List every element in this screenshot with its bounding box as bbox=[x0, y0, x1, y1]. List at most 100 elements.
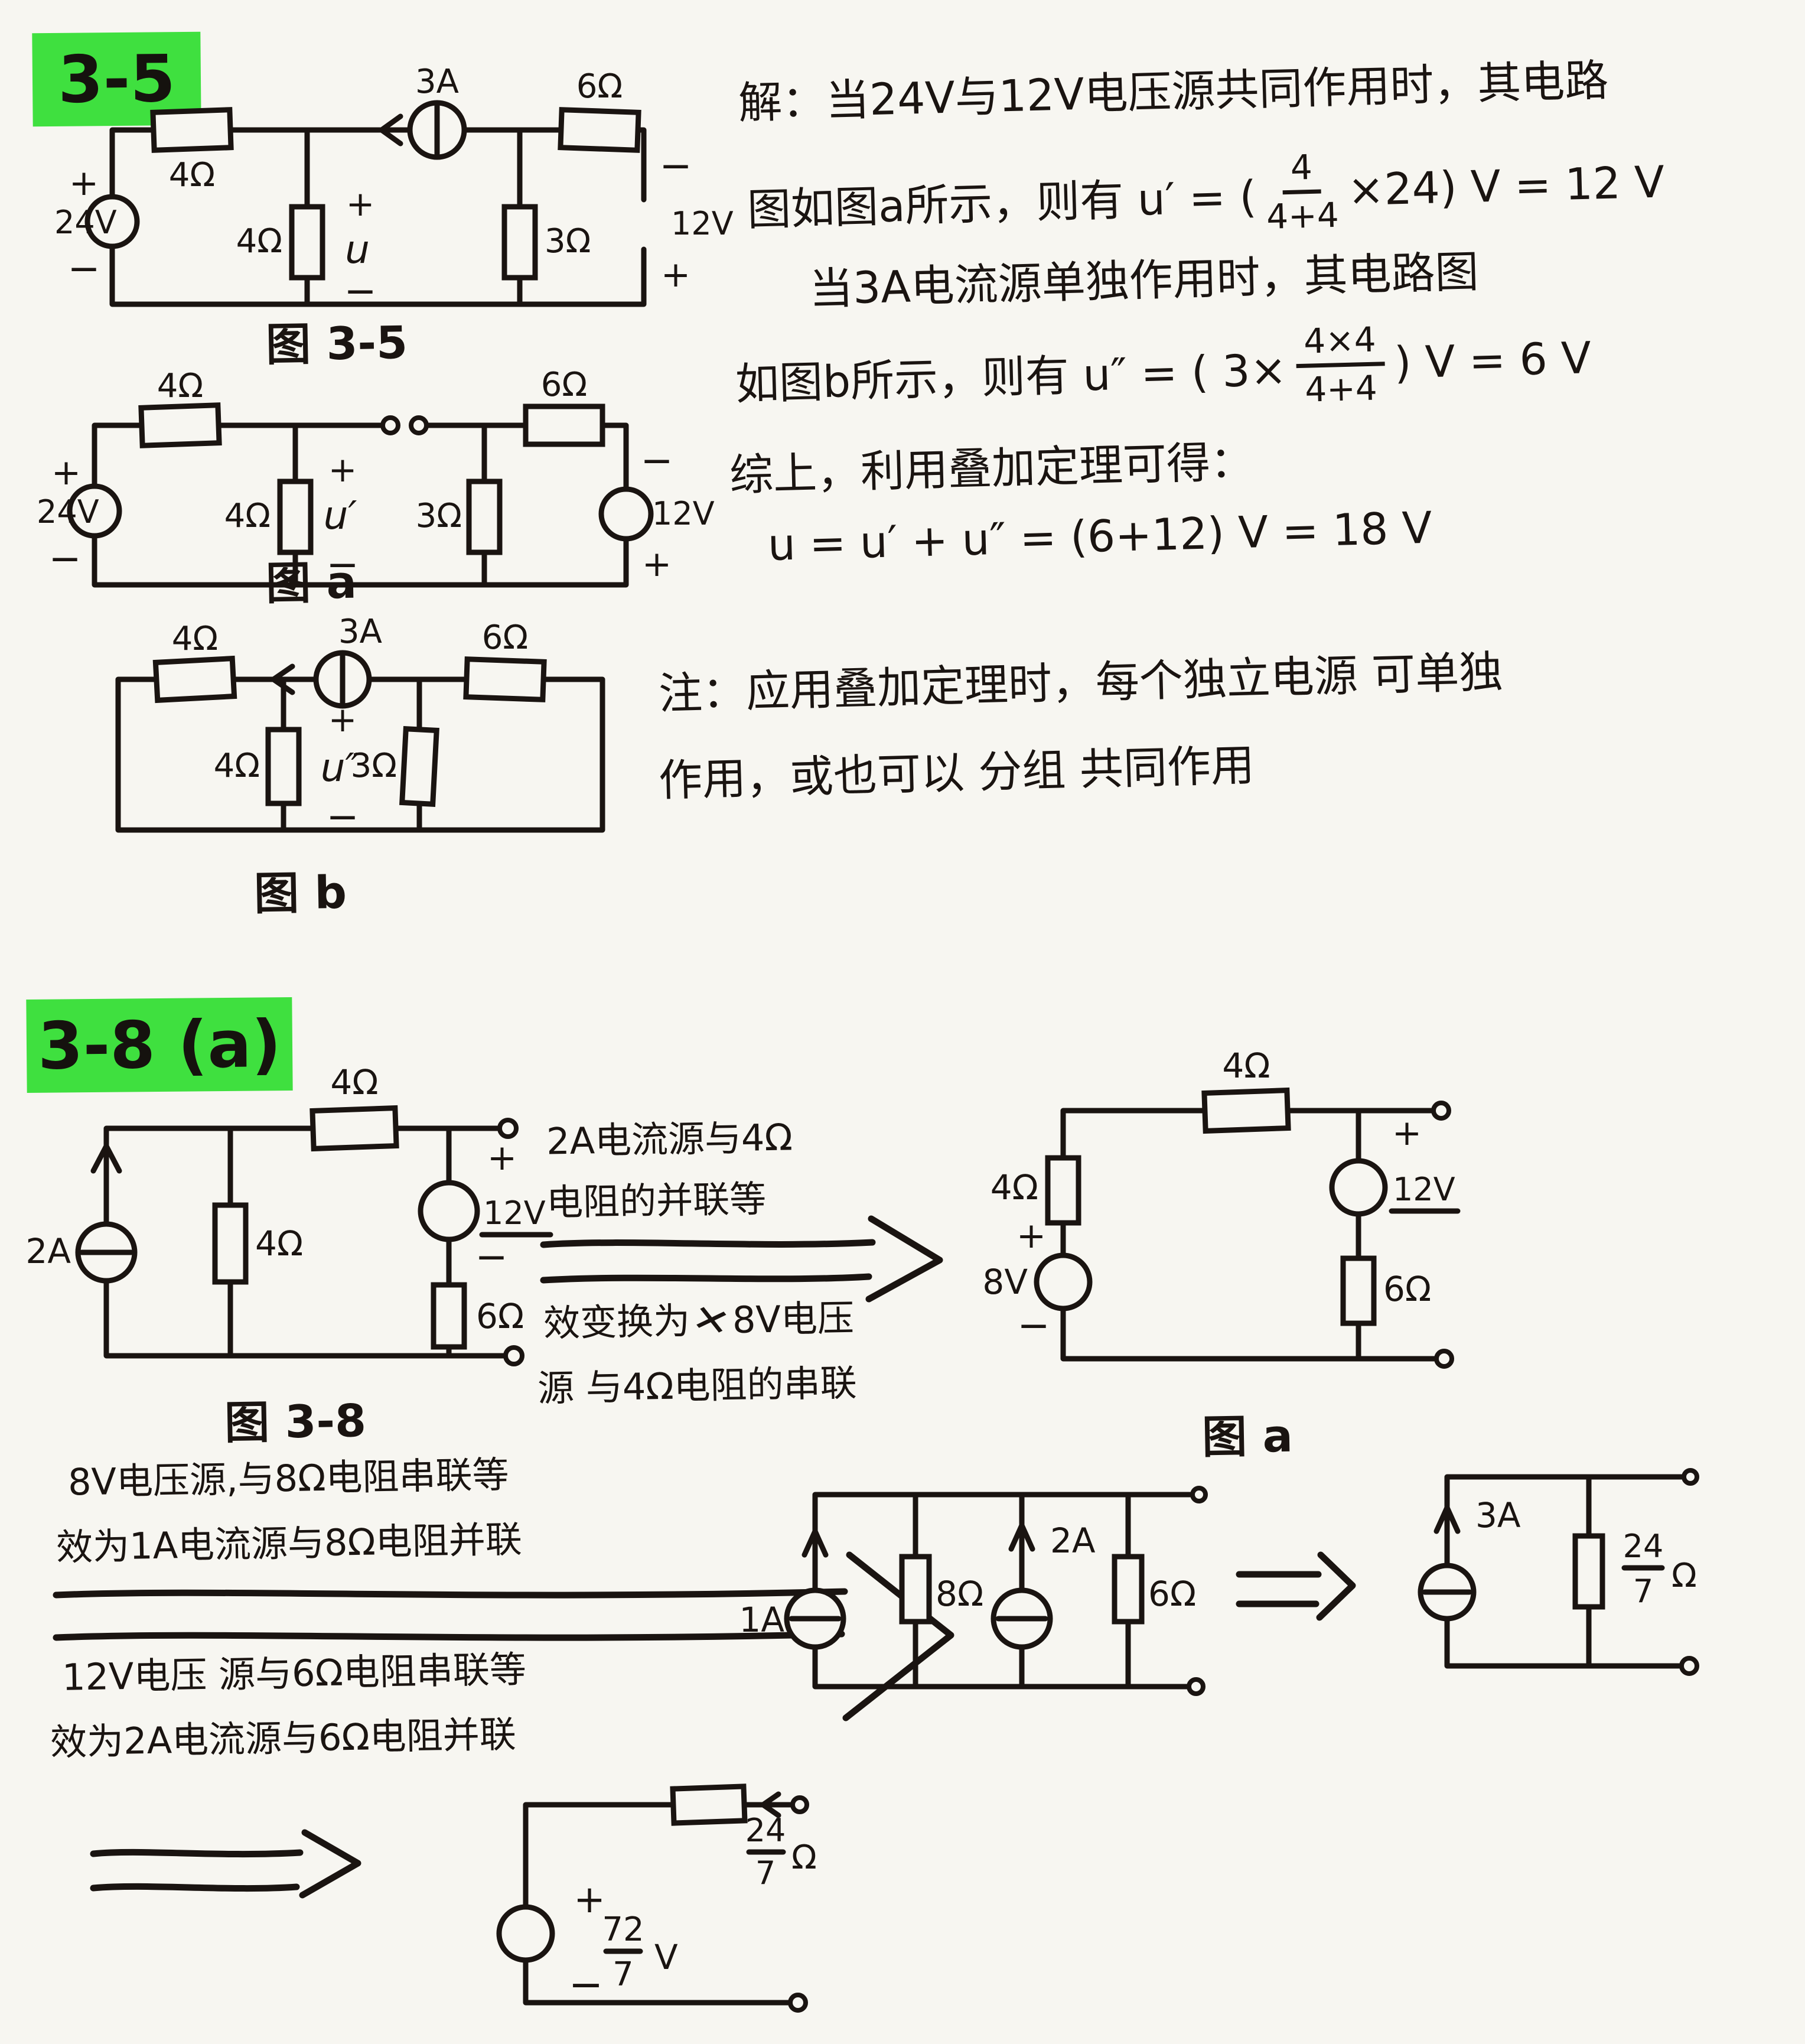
label-plus: + bbox=[1392, 1112, 1422, 1154]
resistor-4ohm-shunt bbox=[265, 727, 302, 806]
resistor-4ohm-series bbox=[1201, 1087, 1291, 1134]
label-1a: 1A bbox=[739, 1600, 784, 1640]
label-u-plus: + bbox=[346, 184, 375, 224]
resistor-6ohm bbox=[1112, 1554, 1145, 1625]
label-3ohm: 3Ω bbox=[416, 497, 462, 535]
label-24v: 24V bbox=[54, 204, 117, 241]
open-terminal bbox=[790, 1795, 809, 1814]
solution-line-4: 如图b所示，则有 u″ = ( 3× 4×4 4+4 ) V = 6 V bbox=[735, 319, 1592, 410]
circuit-thevenin-final: + 72 7 V − 24 7 Ω bbox=[496, 1783, 817, 2013]
annotation-2-line-1: 8V电压源,与8Ω电阻串联等 bbox=[67, 1453, 510, 1504]
arrow-head-icon bbox=[1316, 1551, 1356, 1621]
circuit-parallel-sources: 1A 8Ω 2A 6Ω bbox=[739, 1486, 1208, 1696]
label-plus: + bbox=[51, 452, 81, 493]
label-u-prime: u′ bbox=[324, 493, 357, 538]
open-terminal bbox=[380, 415, 400, 435]
voltage-source-8v bbox=[1034, 1252, 1093, 1311]
voltage-source-12v bbox=[1329, 1158, 1388, 1217]
arrow-line bbox=[540, 1239, 876, 1248]
label-6ohm: 6Ω bbox=[476, 1296, 524, 1336]
annotation-2-line-4: 效为2A电流源与6Ω电阻并联 bbox=[50, 1713, 517, 1764]
label-3a: 3A bbox=[415, 63, 459, 101]
circuit-fig-b-35: 4Ω 3A 6Ω 4Ω + u″ − 3Ω bbox=[115, 613, 605, 839]
label-r-num: 24 bbox=[1623, 1528, 1664, 1565]
label-6ohm: 6Ω bbox=[482, 619, 528, 657]
open-terminal bbox=[1190, 1486, 1208, 1503]
annotation-1-line-1: 2A电流源与4Ω bbox=[546, 1115, 793, 1163]
label-6ohm: 6Ω bbox=[1148, 1574, 1196, 1614]
circuit-norton-result: 3A 24 7 Ω bbox=[1418, 1468, 1699, 1676]
label-3ohm: 3Ω bbox=[351, 747, 397, 785]
label-12v: 12V bbox=[1393, 1171, 1455, 1208]
current-arrow-left-icon bbox=[271, 663, 295, 695]
resistor-6ohm-series bbox=[463, 656, 547, 702]
arrow-line bbox=[53, 1588, 848, 1599]
current-arrow-up-icon bbox=[1008, 1522, 1035, 1552]
label-4ohm-shunt: 4Ω bbox=[214, 747, 260, 785]
solution-line-6: u = u′ + u″ = (6+12) V = 18 V bbox=[767, 502, 1433, 571]
open-terminal bbox=[409, 415, 429, 435]
open-terminal bbox=[503, 1345, 524, 1366]
annotation-2-line-3: 12V电压 源与6Ω电阻串联等 bbox=[61, 1648, 527, 1699]
caption-fig-a-35: 图 a bbox=[265, 555, 357, 610]
label-8ohm: 8Ω bbox=[936, 1574, 983, 1614]
resistor-4ohm-series bbox=[138, 402, 222, 448]
label-plus: + bbox=[487, 1137, 517, 1179]
open-terminal bbox=[497, 1118, 519, 1139]
label-4ohm-series: 4Ω bbox=[157, 367, 203, 405]
label-4ohm-series: 4Ω bbox=[330, 1062, 378, 1102]
label-24v: 24V bbox=[37, 493, 99, 530]
resistor-6ohm bbox=[431, 1282, 467, 1350]
voltage-source-24v bbox=[67, 483, 122, 539]
solution-line-1: 解：当24V与12V电压源共同作用时，其电路 bbox=[738, 55, 1609, 129]
label-6ohm: 6Ω bbox=[541, 366, 587, 404]
voltage-source-12v bbox=[598, 486, 654, 542]
open-terminal bbox=[1679, 1656, 1699, 1676]
caption-fig-3-8: 图 3-8 bbox=[224, 1394, 367, 1450]
label-v-num: 72 bbox=[602, 1910, 644, 1949]
label-u-plus: + bbox=[328, 699, 357, 740]
label-r-num: 24 bbox=[745, 1812, 786, 1849]
arrow-head-icon bbox=[299, 1829, 361, 1899]
caption-fig-a-38: 图 a bbox=[1201, 1409, 1294, 1464]
label-4ohm-shunt: 4Ω bbox=[236, 222, 282, 261]
resistor-8ohm bbox=[899, 1554, 932, 1625]
transform-arrow-2 bbox=[53, 1551, 954, 1721]
resistor-3ohm-shunt bbox=[466, 479, 503, 555]
transform-arrow-3 bbox=[90, 1829, 361, 1899]
label-u-minus: − bbox=[326, 794, 359, 839]
open-terminal bbox=[1187, 1677, 1205, 1696]
arrow-line bbox=[53, 1630, 845, 1641]
label-minus: − bbox=[569, 1960, 604, 2009]
label-12v: 12V bbox=[652, 495, 715, 532]
resistor-6ohm-series bbox=[523, 403, 605, 447]
current-arrow-up-icon bbox=[1433, 1505, 1461, 1534]
arrow-head-icon bbox=[865, 1215, 943, 1303]
label-12v: 12V bbox=[483, 1194, 546, 1232]
solution-line-5: 综上，利用叠加定理可得： bbox=[729, 436, 1255, 501]
fraction: 4 4+4 bbox=[1266, 147, 1340, 237]
circuit-fig-a-35: + 24V − 4Ω 4Ω + u′ − 3Ω 6Ω − 12V + bbox=[37, 366, 715, 588]
label-4ohm-shunt: 4Ω bbox=[224, 497, 271, 535]
arrow-line bbox=[90, 1848, 304, 1858]
resistor-4ohm-shunt bbox=[289, 204, 325, 281]
label-minus: − bbox=[659, 143, 692, 188]
resistor-4ohm-series bbox=[309, 1105, 399, 1152]
label-r-den: 7 bbox=[755, 1854, 776, 1892]
wires bbox=[1444, 1474, 1686, 1669]
label-2a: 2A bbox=[25, 1231, 71, 1271]
note-line-2: 作用，或也可以 分组 共同作用 bbox=[658, 740, 1255, 806]
note-line-1: 注：应用叠加定理时，每个独立电源 可单独 bbox=[658, 646, 1504, 720]
annotation-1-line-4: 源 与4Ω电阻的串联 bbox=[537, 1361, 858, 1410]
label-u: u bbox=[345, 227, 370, 272]
resistor-4ohm-series bbox=[152, 655, 237, 704]
resistor-4ohm-left bbox=[1045, 1155, 1081, 1226]
wires bbox=[523, 1802, 794, 2006]
label-3a: 3A bbox=[338, 613, 382, 651]
label-minus: − bbox=[48, 536, 81, 581]
open-terminal bbox=[1431, 1101, 1451, 1121]
label-plus: + bbox=[1016, 1215, 1046, 1257]
current-arrow-up-icon bbox=[802, 1528, 829, 1558]
open-terminal bbox=[1434, 1349, 1454, 1369]
